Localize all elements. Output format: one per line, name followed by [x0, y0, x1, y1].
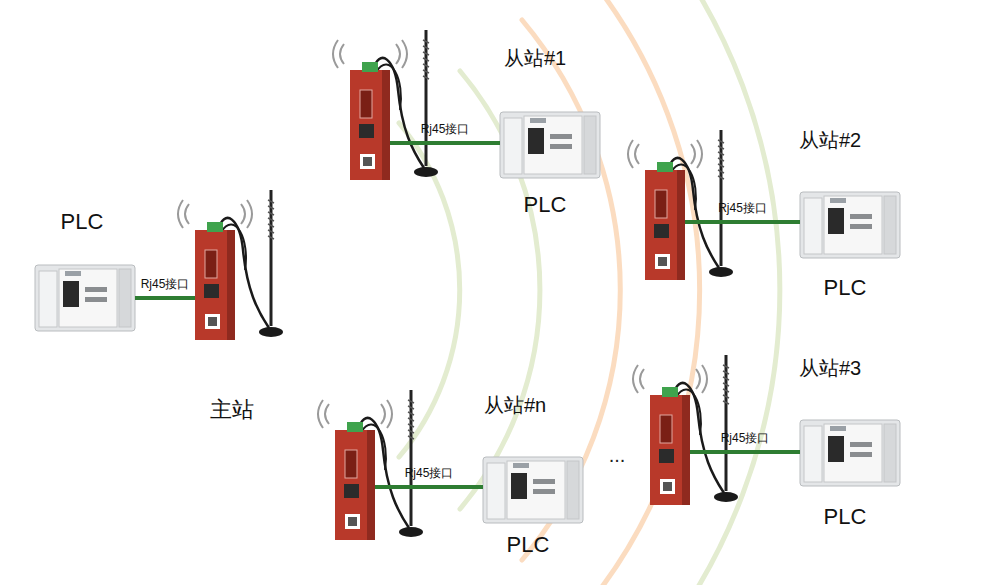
plc-illustration [483, 457, 583, 523]
router-illustration [178, 190, 283, 340]
router-illustration [633, 355, 738, 505]
router-illustration [628, 130, 733, 280]
port-label: Rj45接口 [721, 430, 770, 447]
node-label: PLC [524, 192, 567, 218]
plc-device: PLC [500, 112, 600, 178]
node-label: PLC [824, 275, 867, 301]
ethernet-cable [135, 296, 195, 300]
plc-device: PLC [35, 265, 135, 331]
ethernet-cable [375, 485, 483, 489]
router-illustration [318, 390, 423, 540]
plc-device: PLC [483, 457, 583, 523]
router-station: 从站#1 [350, 70, 390, 180]
plc-device: PLC [800, 420, 900, 486]
ethernet-cable [685, 220, 800, 224]
router-station: 主站 [195, 230, 235, 340]
ellipsis-mark: ... [609, 444, 626, 467]
router-illustration [333, 30, 438, 180]
plc-illustration [800, 420, 900, 486]
plc-illustration [800, 192, 900, 258]
node-label: 从站#1 [504, 45, 566, 72]
node-label: PLC [507, 532, 550, 558]
node-label: 从站#3 [799, 355, 861, 382]
node-label: 从站#n [484, 392, 546, 419]
node-label: PLC [61, 209, 104, 235]
port-label: Rj45接口 [141, 276, 190, 293]
ethernet-cable [690, 450, 800, 454]
router-station: 从站#3 [650, 395, 690, 505]
plc-device: PLC [800, 192, 900, 258]
plc-illustration [35, 265, 135, 331]
node-label: PLC [824, 504, 867, 530]
ethernet-cable [390, 141, 500, 145]
wireless-waves [399, 0, 780, 585]
port-label: Rj45接口 [405, 465, 454, 482]
router-station: 从站#2 [645, 170, 685, 280]
plc-illustration [500, 112, 600, 178]
router-station: 从站#n [335, 430, 375, 540]
port-label: Rj45接口 [718, 200, 767, 217]
port-label: Rj45接口 [421, 121, 470, 138]
node-label: 从站#2 [799, 127, 861, 154]
node-label: 主站 [210, 395, 254, 425]
